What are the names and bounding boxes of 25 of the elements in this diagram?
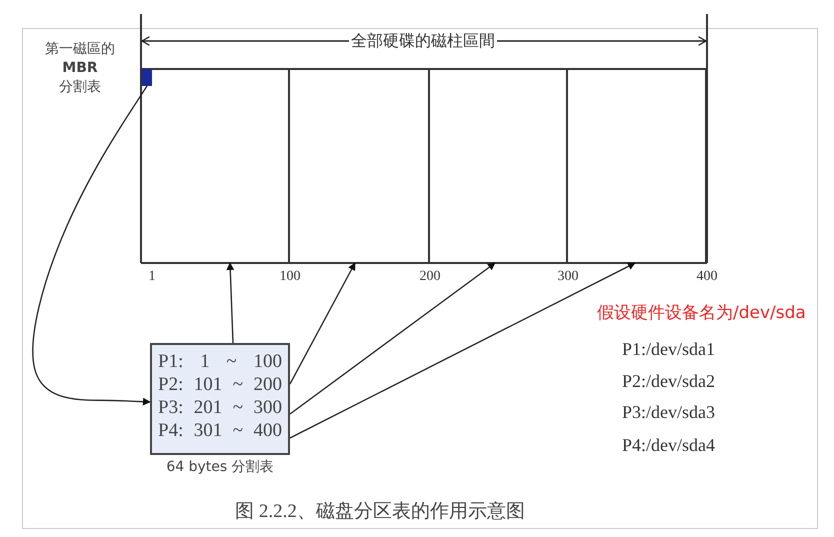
arrow (32, 86, 151, 406)
partition-table-box (150, 343, 290, 455)
table-row: P1: 1 ~ 100 (158, 350, 282, 373)
mbr-label: 第一磁區的 MBR 分割表 (44, 40, 116, 97)
device-name: P2:/dev/sda2 (622, 370, 715, 392)
arrow (290, 262, 496, 415)
device-name: P3:/dev/sda3 (622, 401, 715, 423)
tick-label: 100 (280, 268, 300, 286)
tick-label: 200 (420, 268, 440, 286)
note-text: 假设硬件设备名为/dev/sda (597, 303, 806, 324)
tick-label: 300 (558, 268, 578, 286)
tick-label: 1 (148, 268, 156, 286)
table-caption: 64 bytes 分割表 (165, 458, 275, 476)
table-row: P3: 201 ~ 300 (158, 396, 282, 419)
arrow (290, 262, 636, 439)
figure-caption: 图 2.2.2、磁盘分区表的作用示意图 (235, 500, 525, 524)
arrow (226, 262, 234, 344)
dimension-label: 全部硬碟的磁柱區間 (349, 31, 497, 51)
arrow (289, 262, 356, 384)
table-row: P2: 101 ~ 200 (158, 373, 282, 396)
tick-label: 400 (696, 268, 718, 286)
mbr-block (142, 69, 152, 86)
device-name: P1:/dev/sda1 (622, 338, 715, 360)
table-row: P4: 301 ~ 400 (158, 419, 282, 442)
device-name: P4:/dev/sda4 (622, 434, 715, 456)
